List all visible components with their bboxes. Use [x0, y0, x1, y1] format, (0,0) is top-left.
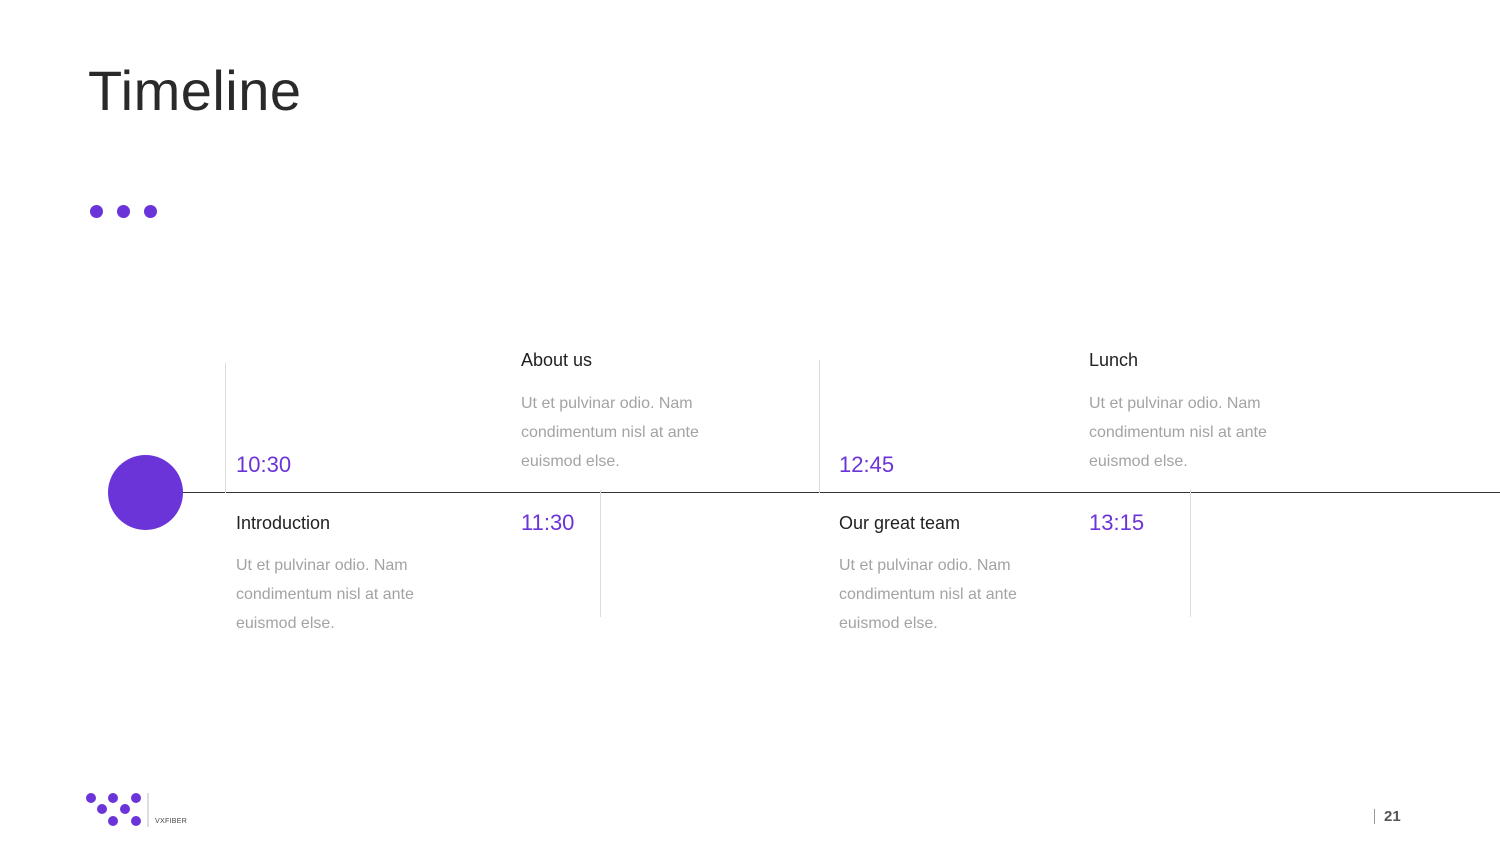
dot-icon [117, 205, 130, 218]
timeline-divider [600, 490, 601, 617]
timeline-divider [819, 360, 820, 493]
event-heading: Our great team [839, 513, 961, 533]
vxfiber-logo [86, 793, 149, 827]
event-description: Ut et pulvinar odio. Nam condimentum nis… [521, 395, 699, 470]
dot-icon [144, 205, 157, 218]
event-heading: About us [521, 350, 593, 370]
slide-title: Timeline [88, 59, 302, 122]
timeline-axis [145, 492, 1500, 493]
decorative-dots [90, 205, 157, 218]
event-time: 12:45 [839, 452, 895, 477]
event-description: Ut et pulvinar odio. Nam condimentum nis… [1089, 395, 1267, 470]
event-time: 11:30 [521, 510, 575, 535]
event-time: 13:15 [1089, 510, 1145, 535]
page-number: 21 [1384, 808, 1401, 825]
timeline-start-circle [108, 455, 183, 530]
event-heading: Lunch [1089, 350, 1139, 370]
dot-icon [90, 205, 103, 218]
timeline-divider [1190, 490, 1191, 617]
brand-name: VXFIBER [155, 818, 188, 825]
event-description: Ut et pulvinar odio. Nam condimentum nis… [236, 557, 414, 632]
event-description: Ut et pulvinar odio. Nam condimentum nis… [839, 557, 1017, 632]
page-number-separator [1374, 809, 1375, 824]
event-heading: Introduction [236, 513, 331, 533]
timeline-divider [225, 363, 226, 493]
event-time: 10:30 [236, 452, 292, 477]
